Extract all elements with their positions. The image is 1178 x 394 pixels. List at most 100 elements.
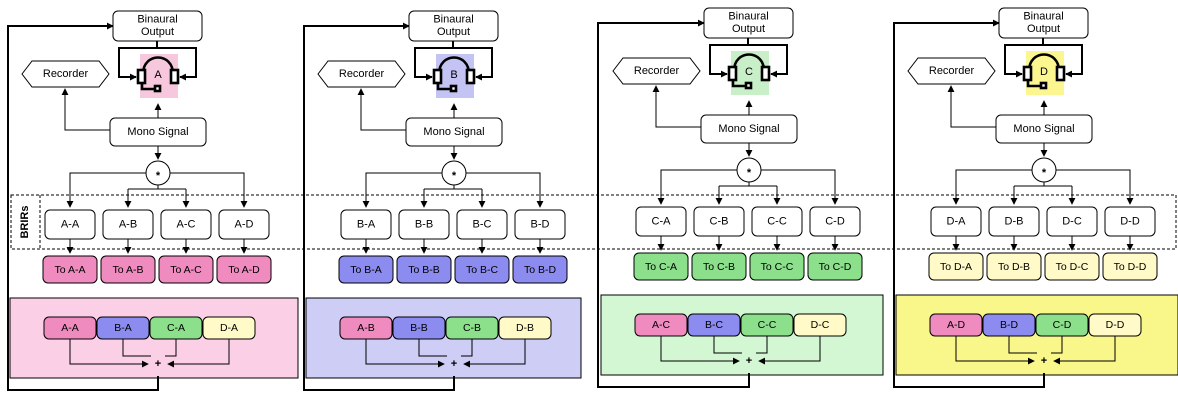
group-d-mono-signal-label: Mono Signal bbox=[1013, 123, 1074, 135]
group-a-loop-right bbox=[157, 47, 197, 81]
group-a-brir-label-2: A-C bbox=[177, 219, 196, 231]
group-c-send-label-0: To C-A bbox=[645, 261, 677, 273]
headband bbox=[141, 56, 175, 75]
group-c-headphones-icon bbox=[727, 53, 771, 90]
group-d-sum-in-3 bbox=[1053, 336, 1116, 365]
group-d-send-2 bbox=[1044, 252, 1100, 281]
group-d-plus-sum-icon: + bbox=[1041, 355, 1047, 367]
group-d-mono-to-recorder bbox=[947, 85, 996, 128]
group-a-sum-in-3 bbox=[167, 339, 230, 368]
group-b-loop-right bbox=[453, 47, 493, 81]
group-b-send-3 bbox=[512, 255, 568, 284]
group-c-plus-sum-icon: + bbox=[746, 355, 752, 367]
group-a-send-0 bbox=[42, 255, 98, 284]
group-c-fan-mid bbox=[719, 182, 777, 187]
group-a-brir-1 bbox=[102, 209, 154, 240]
group-d-brir-1 bbox=[988, 206, 1040, 237]
group-c-brir-1 bbox=[693, 206, 745, 237]
group-d-send-label-1: To D-B bbox=[998, 261, 1030, 273]
group-a-asterisk-convolution-icon: * bbox=[156, 170, 161, 182]
group-c-sum-in-0 bbox=[660, 336, 740, 365]
group-d-fan-mid bbox=[1014, 182, 1072, 187]
group-b-mono-to-recorder bbox=[357, 88, 406, 131]
group-d-fan-left bbox=[952, 169, 1032, 205]
group-a-input-label-3: D-A bbox=[220, 322, 238, 334]
group-b-binaural-output-box bbox=[408, 10, 499, 42]
group-a-mono-signal-box bbox=[109, 117, 207, 147]
group-d-input-3 bbox=[1088, 313, 1142, 337]
group-c-sum-in-3 bbox=[758, 336, 821, 365]
group-b-listener-letter: B bbox=[450, 69, 457, 81]
group-b-return-path bbox=[303, 22, 455, 391]
brirs-band bbox=[10, 194, 1177, 250]
group-c-brir-3 bbox=[809, 206, 861, 237]
group-c-send-label-2: To C-C bbox=[761, 261, 794, 273]
group-a-send-label-0: To A-A bbox=[55, 264, 86, 276]
group-c-loop-right bbox=[748, 44, 788, 78]
group-b-brir-label-3: B-D bbox=[531, 219, 550, 231]
group-a-input-2 bbox=[149, 316, 203, 340]
group-d-headphones-icon bbox=[1022, 53, 1066, 90]
group-d-recorder-label: Recorder bbox=[929, 65, 975, 77]
group-b-asterisk-convolution-icon: * bbox=[452, 170, 457, 182]
group-a-fan-right bbox=[170, 172, 248, 208]
group-c-send-1 bbox=[691, 252, 747, 281]
group-c-sum-in-1 bbox=[713, 336, 742, 354]
mic bbox=[744, 81, 753, 90]
group-d-send-0 bbox=[928, 252, 984, 281]
group-c-brir-label-2: C-C bbox=[767, 216, 787, 228]
group-a-send-1 bbox=[100, 255, 156, 284]
group-a-fan-mid bbox=[128, 185, 186, 190]
group-c-mono-signal-label: Mono Signal bbox=[718, 123, 779, 135]
group-d-binaural-output-label-1: Binaural bbox=[1023, 11, 1063, 23]
mic-arm bbox=[731, 80, 746, 88]
group-c-fan-right bbox=[761, 169, 839, 205]
group-c-brir-label-3: C-D bbox=[825, 216, 845, 228]
group-d-input-0 bbox=[929, 313, 983, 337]
group-c-listener-letter: C bbox=[745, 66, 753, 78]
mic bbox=[153, 84, 162, 93]
group-b-recorder-label: Recorder bbox=[339, 68, 385, 80]
group-c-send-label-3: To C-D bbox=[819, 261, 852, 273]
group-b-send-0 bbox=[338, 255, 394, 284]
group-a-brir-3 bbox=[218, 209, 270, 240]
group-d-brir-0 bbox=[930, 206, 982, 237]
group-d-binaural-output-box bbox=[998, 7, 1089, 39]
group-d-return-path bbox=[893, 19, 1045, 388]
group-c-convolve-node bbox=[736, 157, 762, 183]
group-a-loop-left bbox=[118, 41, 158, 81]
mic-arm bbox=[436, 83, 451, 91]
group-c-input-label-0: A-C bbox=[652, 319, 671, 331]
group-c-brir-label-1: C-B bbox=[710, 216, 729, 228]
group-d-binaural-output-label-2: Output bbox=[1027, 23, 1060, 35]
group-d-mono-signal-box bbox=[995, 114, 1093, 144]
group-b-brir-3 bbox=[514, 209, 566, 240]
right-earcup bbox=[1055, 65, 1066, 82]
left-earcup bbox=[432, 68, 443, 85]
group-c-input-label-2: C-C bbox=[758, 319, 777, 331]
group-a-input-label-1: B-A bbox=[114, 322, 132, 334]
group-c-input-2 bbox=[740, 313, 794, 337]
group-c-sum-in-2 bbox=[756, 336, 768, 354]
group-d-asterisk-convolution-icon: * bbox=[1042, 167, 1047, 179]
group-a-recorder-label: Recorder bbox=[43, 68, 89, 80]
group-c-send-label-1: To C-B bbox=[703, 261, 735, 273]
group-a-binaural-output-label-2: Output bbox=[141, 26, 174, 38]
group-a-mono-signal-label: Mono Signal bbox=[127, 126, 188, 138]
group-a-brir-label-3: A-D bbox=[235, 219, 254, 231]
group-d-send-3 bbox=[1102, 252, 1158, 281]
group-d-input-label-2: C-D bbox=[1053, 319, 1072, 331]
group-b-brir-0 bbox=[340, 209, 392, 240]
group-d-fan-right bbox=[1056, 169, 1134, 205]
group-d-send-label-3: To D-D bbox=[1114, 261, 1147, 273]
group-a-recorder-box bbox=[21, 60, 110, 88]
right-earcup bbox=[465, 68, 476, 85]
group-b-binaural-output-label-1: Binaural bbox=[433, 14, 473, 26]
group-b-sum-in-1 bbox=[418, 339, 447, 357]
right-earcup bbox=[760, 65, 771, 82]
group-a-binaural-output-box bbox=[112, 10, 203, 42]
group-c-input-1 bbox=[687, 313, 741, 337]
group-c-binaural-output-box bbox=[703, 7, 794, 39]
group-d-brir-label-3: D-D bbox=[1120, 216, 1140, 228]
